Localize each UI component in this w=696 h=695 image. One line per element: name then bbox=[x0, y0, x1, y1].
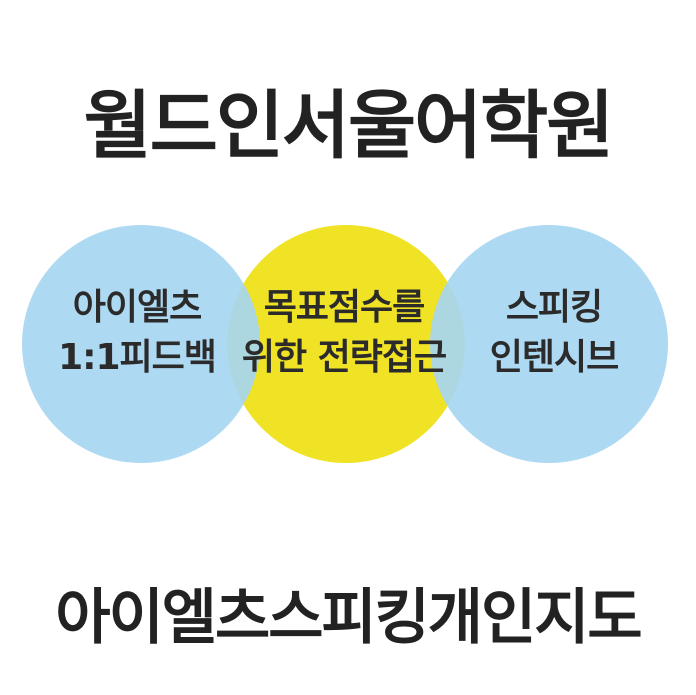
circle-left-line1: 아이엘츠 bbox=[72, 287, 202, 328]
circle-middle-line2: 위한 전략접근 bbox=[241, 337, 447, 378]
circle-middle-line1: 목표점수를 bbox=[263, 287, 426, 328]
academy-title: 월드인서울어학원 bbox=[83, 83, 615, 169]
footer-caption: 아이엘츠스피킹개인지도 bbox=[55, 583, 642, 653]
circle-right-line1: 스피킹 bbox=[505, 287, 603, 328]
circle-right bbox=[430, 225, 668, 463]
circle-middle bbox=[227, 225, 465, 463]
circle-right-line2: 인텐시브 bbox=[489, 337, 619, 378]
circle-left-line2: 1:1피드백 bbox=[58, 337, 217, 378]
three-circle-diagram: 아이엘츠 1:1피드백 목표점수를 위한 전략접근 스피킹 인텐시브 bbox=[0, 225, 696, 470]
circle-right-label: 스피킹 인텐시브 bbox=[434, 283, 674, 383]
circle-middle-label: 목표점수를 위한 전략접근 bbox=[224, 283, 464, 383]
circle-left bbox=[22, 225, 260, 463]
circle-left-label: 아이엘츠 1:1피드백 bbox=[17, 283, 257, 383]
